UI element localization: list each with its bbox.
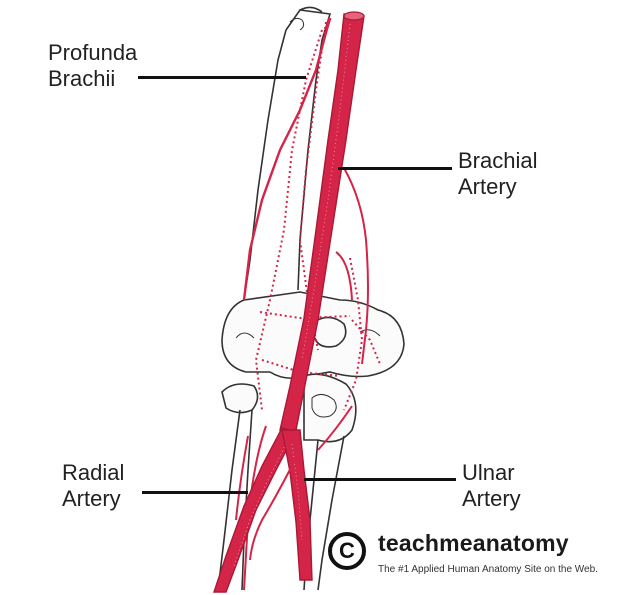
copyright-symbol: C [339,538,355,563]
label-profunda-brachii: Profunda Brachii [48,40,137,92]
label-ulnar-artery-line1: Ulnar [462,460,515,485]
label-brachial-artery-line1: Brachial [458,148,538,173]
teachmeanatomy-logo: C teachmeanatomy The #1 Applied Human An… [328,528,598,588]
label-radial-artery: Radial Artery [62,460,124,512]
label-radial-artery-line1: Radial [62,460,125,485]
ulnar-artery-vessel [249,429,313,581]
logo-tagline: The #1 Applied Human Anatomy Site on the… [378,564,598,575]
leader-line-brachial-artery [338,167,452,170]
profunda-brachii-vessel [242,17,332,301]
label-ulnar-artery: Ulnar Artery [462,460,521,512]
label-ulnar-artery-line2: Artery [462,486,521,511]
leader-line-radial-artery [142,491,248,494]
collateral-vessels-dotted [254,21,381,411]
label-radial-artery-line2: Artery [62,486,121,511]
logo-brand-name: teachmeanatomy [378,530,569,556]
label-profunda-brachii-line2: Brachii [48,66,116,91]
leader-line-ulnar-artery [304,478,456,481]
radial-artery-vessel [213,427,298,593]
label-profunda-brachii-line1: Profunda [48,40,138,65]
label-brachial-artery: Brachial Artery [458,148,537,200]
leader-line-profunda-brachii [138,76,306,79]
copyright-icon: C [328,532,366,570]
label-brachial-artery-line2: Artery [458,174,517,199]
